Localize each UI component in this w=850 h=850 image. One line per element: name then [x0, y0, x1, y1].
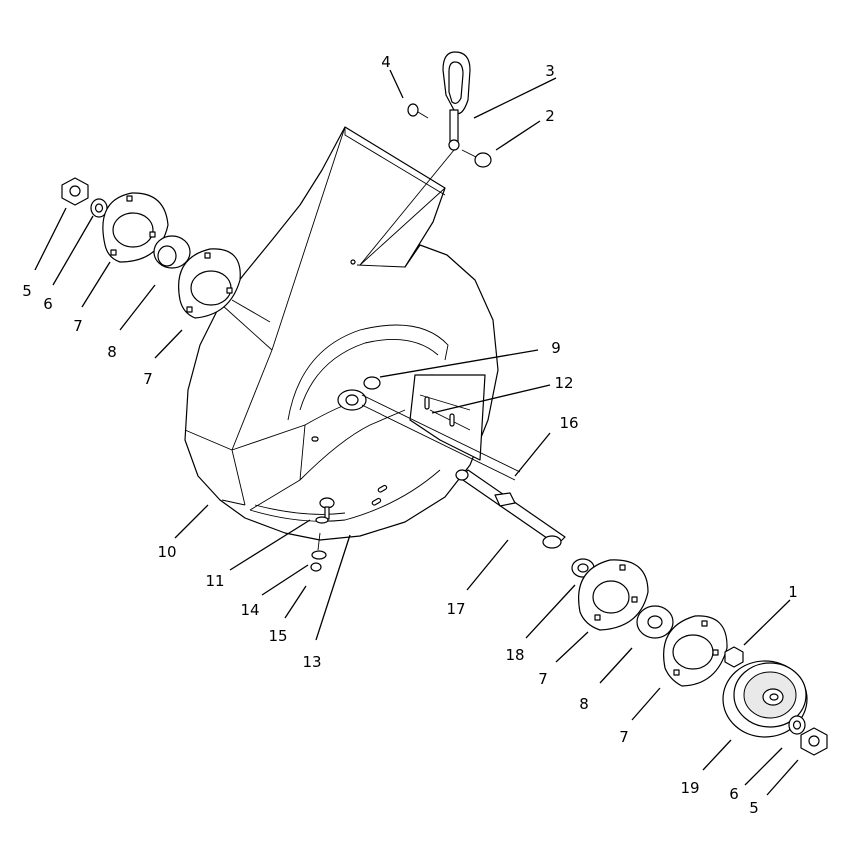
left-bearing-stack	[61, 177, 271, 323]
callout-16: 16	[559, 414, 578, 432]
callout-13: 13	[302, 653, 321, 671]
callout-11: 11	[205, 572, 224, 590]
blower-housing	[184, 126, 499, 541]
callout-5-left: 5	[22, 282, 32, 300]
chute-latch	[359, 51, 471, 266]
right-bearing-stack	[571, 558, 828, 756]
callout-8-left: 8	[107, 343, 117, 361]
bolt	[407, 103, 429, 119]
callout-labels: 1 2 3 4 5 6 7 8 7 9 12 16 10 11 14 15 13…	[22, 53, 798, 817]
drive-shaft	[455, 469, 566, 549]
callout-3: 3	[545, 62, 555, 80]
callout-15: 15	[268, 627, 287, 645]
leader-lines	[34, 69, 799, 796]
callout-6-left: 6	[43, 295, 53, 313]
callout-19: 19	[680, 779, 699, 797]
callout-14: 14	[240, 601, 259, 619]
callout-8-right: 8	[579, 695, 589, 713]
callout-7-left-b: 7	[143, 370, 153, 388]
callout-7-left-a: 7	[73, 317, 83, 335]
callout-1: 1	[788, 583, 798, 601]
bottom-hardware	[310, 497, 335, 572]
callout-2: 2	[545, 107, 555, 125]
callout-4: 4	[381, 53, 391, 71]
callout-17: 17	[446, 600, 465, 618]
callout-7-right-b: 7	[619, 728, 629, 746]
callout-10: 10	[157, 543, 176, 561]
callout-9: 9	[551, 339, 561, 357]
callout-12: 12	[554, 374, 573, 392]
callout-5-right: 5	[749, 799, 759, 817]
callout-18: 18	[505, 646, 524, 664]
knob	[461, 149, 492, 168]
impeller-bracket	[337, 374, 521, 481]
callout-6-right: 6	[729, 785, 739, 803]
callout-7-right-a: 7	[538, 670, 548, 688]
